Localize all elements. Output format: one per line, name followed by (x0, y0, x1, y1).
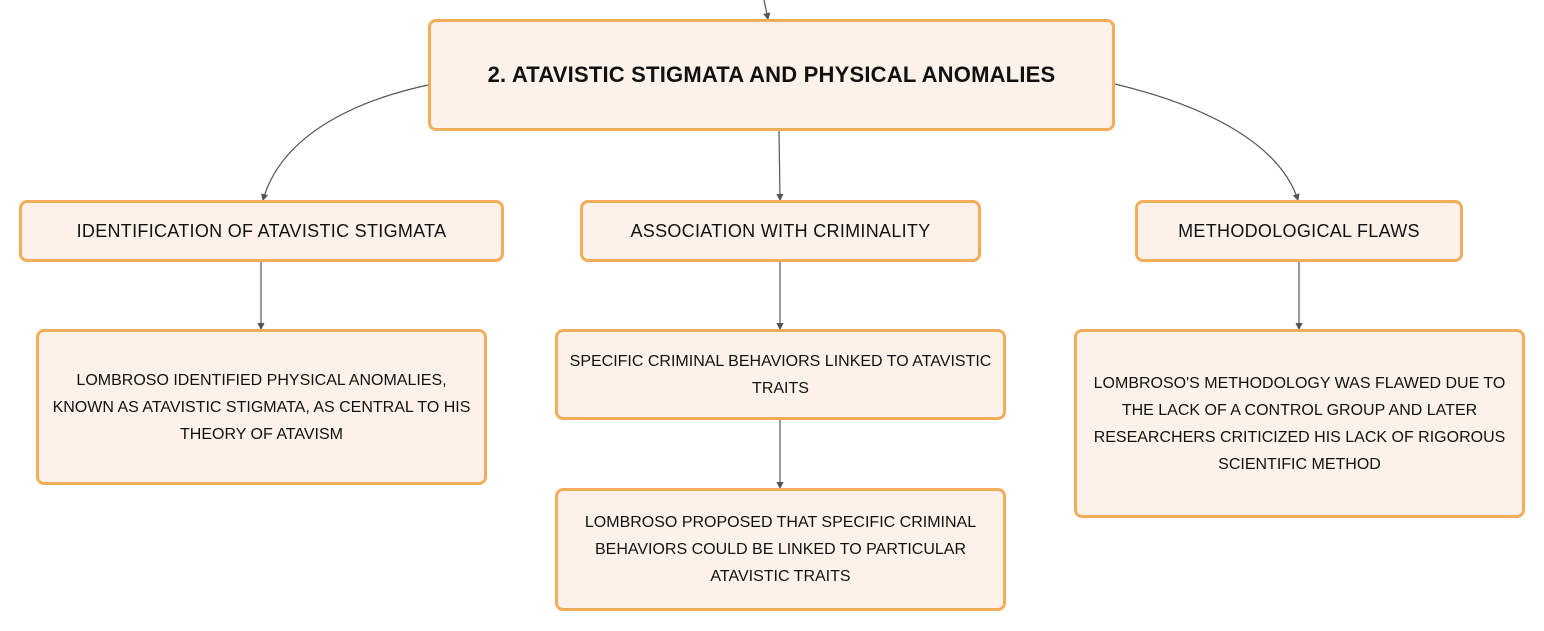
branch-title: IDENTIFICATION OF ATAVISTIC STIGMATA (76, 220, 447, 241)
branch-node-methodological-flaws[interactable]: METHODOLOGICAL FLAWS (1135, 200, 1463, 262)
branch-node-association[interactable]: ASSOCIATION WITH CRIMINALITY (580, 200, 981, 262)
branch-title: METHODOLOGICAL FLAWS (1178, 220, 1420, 241)
connector-root-to-identification (261, 84, 429, 202)
detail-text: LOMBROSO PROPOSED THAT SPECIFIC CRIMINAL… (584, 514, 977, 585)
branch-node-identification[interactable]: IDENTIFICATION OF ATAVISTIC STIGMATA (19, 200, 504, 262)
branch-title: ASSOCIATION WITH CRIMINALITY (630, 220, 931, 241)
root-topic-title: 2. ATAVISTIC STIGMATA AND PHYSICAL ANOMA… (487, 62, 1056, 87)
detail-node-identification[interactable]: LOMBROSO IDENTIFIED PHYSICAL ANOMALIES, … (36, 329, 487, 485)
root-topic-node[interactable]: 2. ATAVISTIC STIGMATA AND PHYSICAL ANOMA… (428, 19, 1115, 131)
detail-text: LOMBROSO'S METHODOLOGY WAS FLAWED DUE TO… (1093, 374, 1506, 473)
connector-root-to-association (776, 130, 784, 202)
incoming-connector (763, 0, 771, 21)
detail-node-methodological-flaws[interactable]: LOMBROSO'S METHODOLOGY WAS FLAWED DUE TO… (1074, 329, 1525, 518)
connector-root-to-flaws (1114, 83, 1300, 202)
detail-node-association-proposal[interactable]: LOMBROSO PROPOSED THAT SPECIFIC CRIMINAL… (555, 488, 1006, 611)
detail-node-association-summary[interactable]: SPECIFIC CRIMINAL BEHAVIORS LINKED TO AT… (555, 329, 1006, 420)
detail-text: LOMBROSO IDENTIFIED PHYSICAL ANOMALIES, … (52, 371, 471, 443)
detail-text: SPECIFIC CRIMINAL BEHAVIORS LINKED TO AT… (569, 352, 992, 397)
